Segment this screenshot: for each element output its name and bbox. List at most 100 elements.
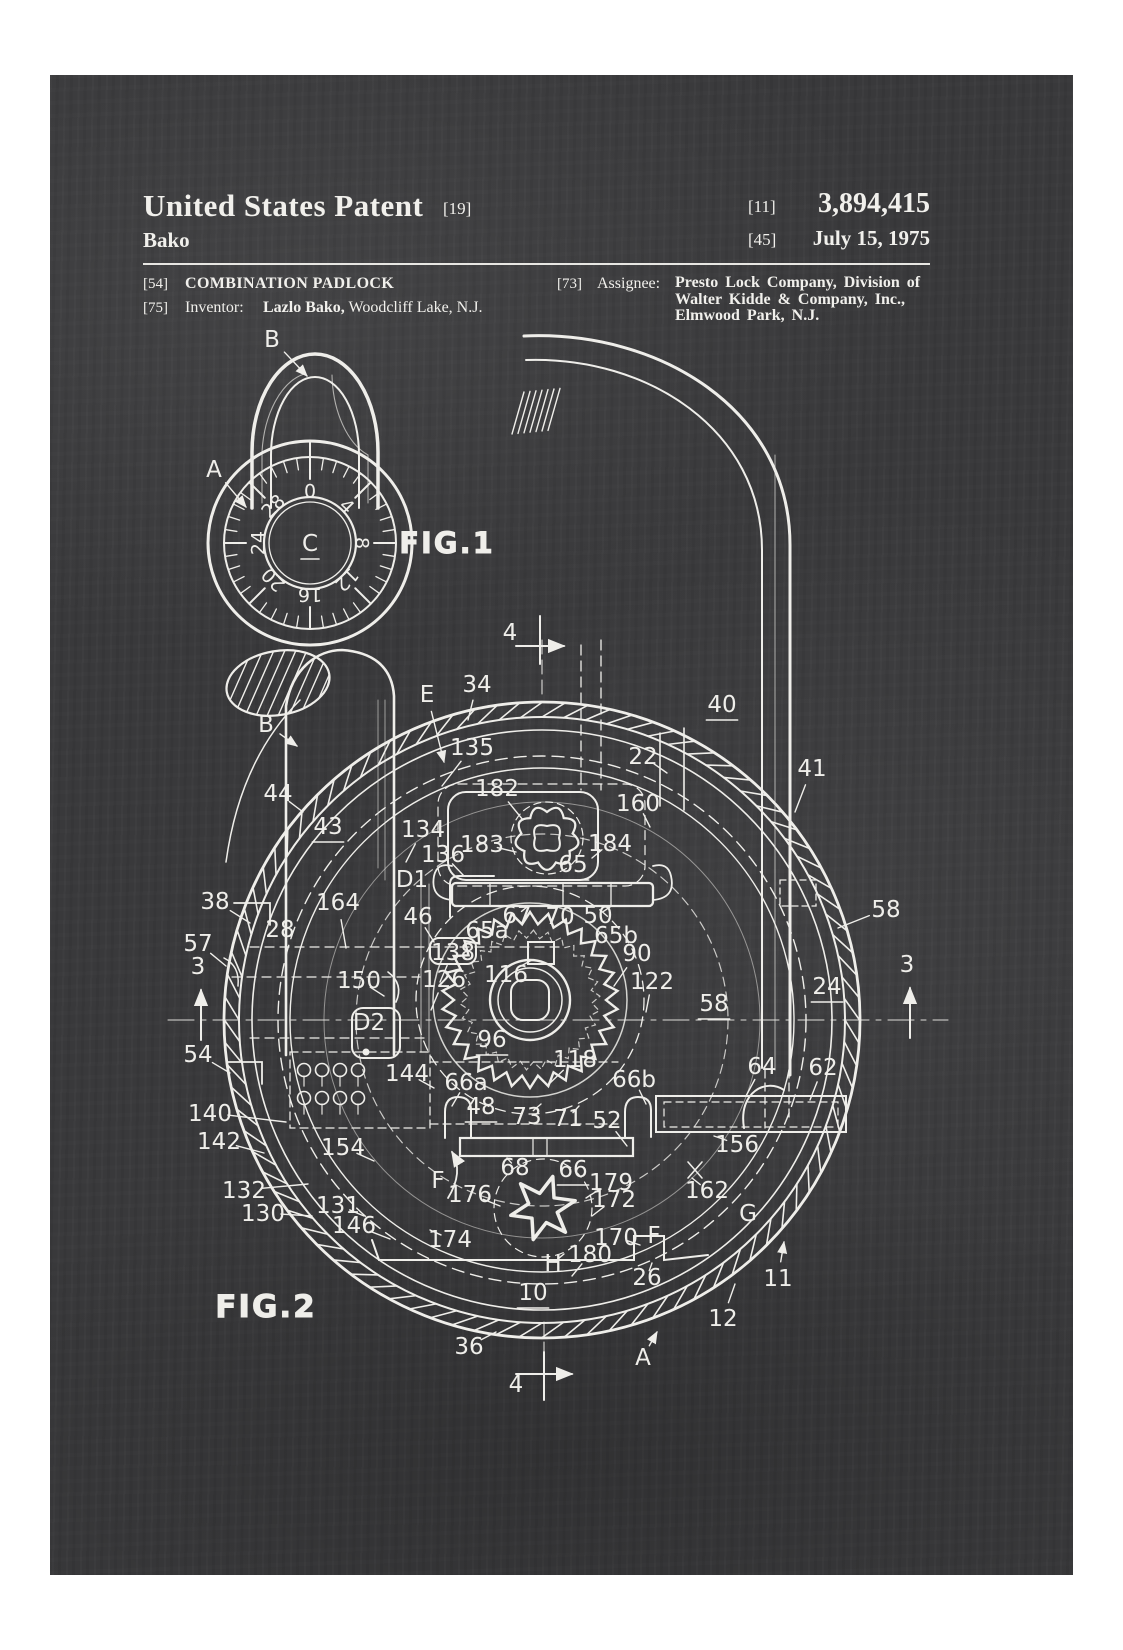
fig2-f-arrow — [447, 1150, 466, 1199]
ref-label-136: 136 — [421, 842, 465, 868]
inventor-location: Woodcliff Lake, N.J. — [344, 299, 483, 316]
ref-label-70: 70 — [545, 904, 574, 930]
ref-label-65b: 65b — [594, 923, 638, 949]
ref-label-130: 130 — [241, 1201, 285, 1227]
fig2-gear-ring — [432, 902, 628, 1098]
fig2-left-step — [227, 1061, 263, 1085]
ref-label-D1: D1 — [396, 867, 428, 893]
fig2-spring-pack-dashed — [289, 1051, 431, 1129]
ref-label-73: 73 — [512, 1104, 541, 1130]
ref-label-172: 172 — [592, 1187, 636, 1213]
section-marker-4-bottom — [515, 1351, 574, 1401]
ref-label-10: 10 — [518, 1280, 547, 1306]
ref-label-122: 122 — [630, 969, 674, 995]
ref-label-48: 48 — [466, 1094, 495, 1120]
fig2-bracket-d2 — [351, 1007, 401, 1059]
ref-label-G: G — [739, 1201, 757, 1227]
fig1-shackle-inner — [270, 376, 360, 509]
dial-number: 24 — [248, 531, 270, 555]
fig2-shackle-outer — [522, 334, 792, 1077]
ref-label-B: B — [258, 712, 274, 738]
ref-label-F: F — [647, 1223, 660, 1249]
assignee-label: Assignee: — [597, 275, 661, 292]
ref-label-4: 4 — [503, 620, 518, 646]
fig2-bottom-step — [371, 1235, 709, 1262]
ref-label-67: 67 — [502, 903, 531, 929]
ref-label-90: 90 — [622, 941, 651, 967]
fig2-bolt-bar-curl — [652, 864, 673, 901]
ref-label-174: 174 — [428, 1227, 472, 1253]
fig1-label: FIG.1 — [399, 526, 495, 560]
ref-label-H: H — [544, 1251, 561, 1277]
ref-label-182: 182 — [475, 776, 519, 802]
fig2-section-drawing — [167, 334, 949, 1401]
ref-label-135: 135 — [450, 735, 494, 761]
ref-label-176: 176 — [448, 1182, 492, 1208]
ref-label-C: C — [302, 531, 318, 557]
ref-label-38: 38 — [200, 889, 229, 915]
ref-label-179: 179 — [589, 1170, 633, 1196]
ref-label-12: 12 — [708, 1306, 737, 1332]
ref-label-58: 58 — [871, 897, 900, 923]
ref-label-B: B — [264, 327, 280, 353]
field73-code: [73] — [557, 276, 582, 292]
ref-label-3: 3 — [191, 954, 206, 980]
assignee-line: Elmwood Park, N.J. — [675, 307, 820, 324]
ref-label-F: F — [431, 1168, 444, 1194]
fig2-post-cut-hatch — [221, 647, 335, 717]
ref-label-64: 64 — [747, 1054, 776, 1080]
fig2-hook-66b — [624, 1095, 652, 1138]
ref-label-156: 156 — [715, 1132, 759, 1158]
ref-label-164: 164 — [316, 890, 360, 916]
ref-label-26: 26 — [632, 1265, 661, 1291]
patent-date: July 15, 1975 — [812, 226, 930, 250]
dial-number: 4 — [334, 495, 358, 519]
ref-label-A: A — [206, 457, 222, 483]
assignee-line: Presto Lock Company, Division of — [675, 274, 921, 291]
assignee-line: Walter Kidde & Company, Inc., — [675, 290, 905, 308]
ref-label-43: 43 — [313, 814, 342, 840]
fig1-knob-outer — [262, 495, 358, 591]
ref-label-36: 36 — [454, 1334, 483, 1360]
ref-label-131: 131 — [316, 1193, 360, 1219]
fig2-left-lug — [223, 957, 239, 987]
fig2-shackle-detail-dashed — [779, 879, 817, 907]
fig2-hub-outer — [488, 958, 572, 1042]
chalkboard-background — [50, 75, 1073, 1575]
patent-number: 3,894,415 — [818, 188, 930, 219]
fig2-x-mark — [687, 1161, 703, 1179]
fig2-housing-156-dashed — [663, 1101, 839, 1128]
fig2-hub-inner — [497, 967, 563, 1033]
ref-label-150: 150 — [337, 968, 381, 994]
dial-number: 16 — [298, 584, 322, 606]
ref-label-66a: 66a — [444, 1070, 487, 1096]
ref-label-58: 58 — [699, 991, 728, 1017]
fig2-inner-ring — [289, 767, 795, 1273]
fig2-cam-wheel — [510, 801, 584, 875]
ref-label-40: 40 — [707, 692, 736, 718]
ref-label-65a: 65a — [465, 918, 508, 944]
fig2-lower-bar — [458, 1136, 635, 1158]
fig2-left-step — [233, 902, 271, 926]
ref-label-E: E — [420, 682, 435, 708]
ref-label-132: 132 — [222, 1178, 266, 1204]
inventor-label: Inventor: — [185, 299, 244, 316]
ref-label-144: 144 — [385, 1061, 429, 1087]
fig2-index-block-116 — [527, 941, 555, 965]
ref-label-66: 66 — [558, 1157, 587, 1183]
ref-label-71: 71 — [553, 1106, 582, 1132]
fig2-right-hook — [742, 1084, 785, 1129]
field75-code: [75] — [143, 300, 168, 316]
dial-number: 0 — [304, 481, 316, 503]
fig2-cam-plate — [447, 791, 599, 881]
inventor-name: Lazlo Bako, — [263, 299, 345, 316]
fig2-star-wheel — [509, 1174, 577, 1242]
fig2-pivot-dot — [362, 1048, 370, 1056]
invention-title: COMBINATION PADLOCK — [185, 275, 395, 292]
ref-label-34: 34 — [462, 672, 491, 698]
ref-label-162: 162 — [685, 1178, 729, 1204]
ref-label-146: 146 — [332, 1213, 376, 1239]
patent-title: United States Patent — [143, 188, 424, 223]
ref-label-46: 46 — [403, 904, 432, 930]
